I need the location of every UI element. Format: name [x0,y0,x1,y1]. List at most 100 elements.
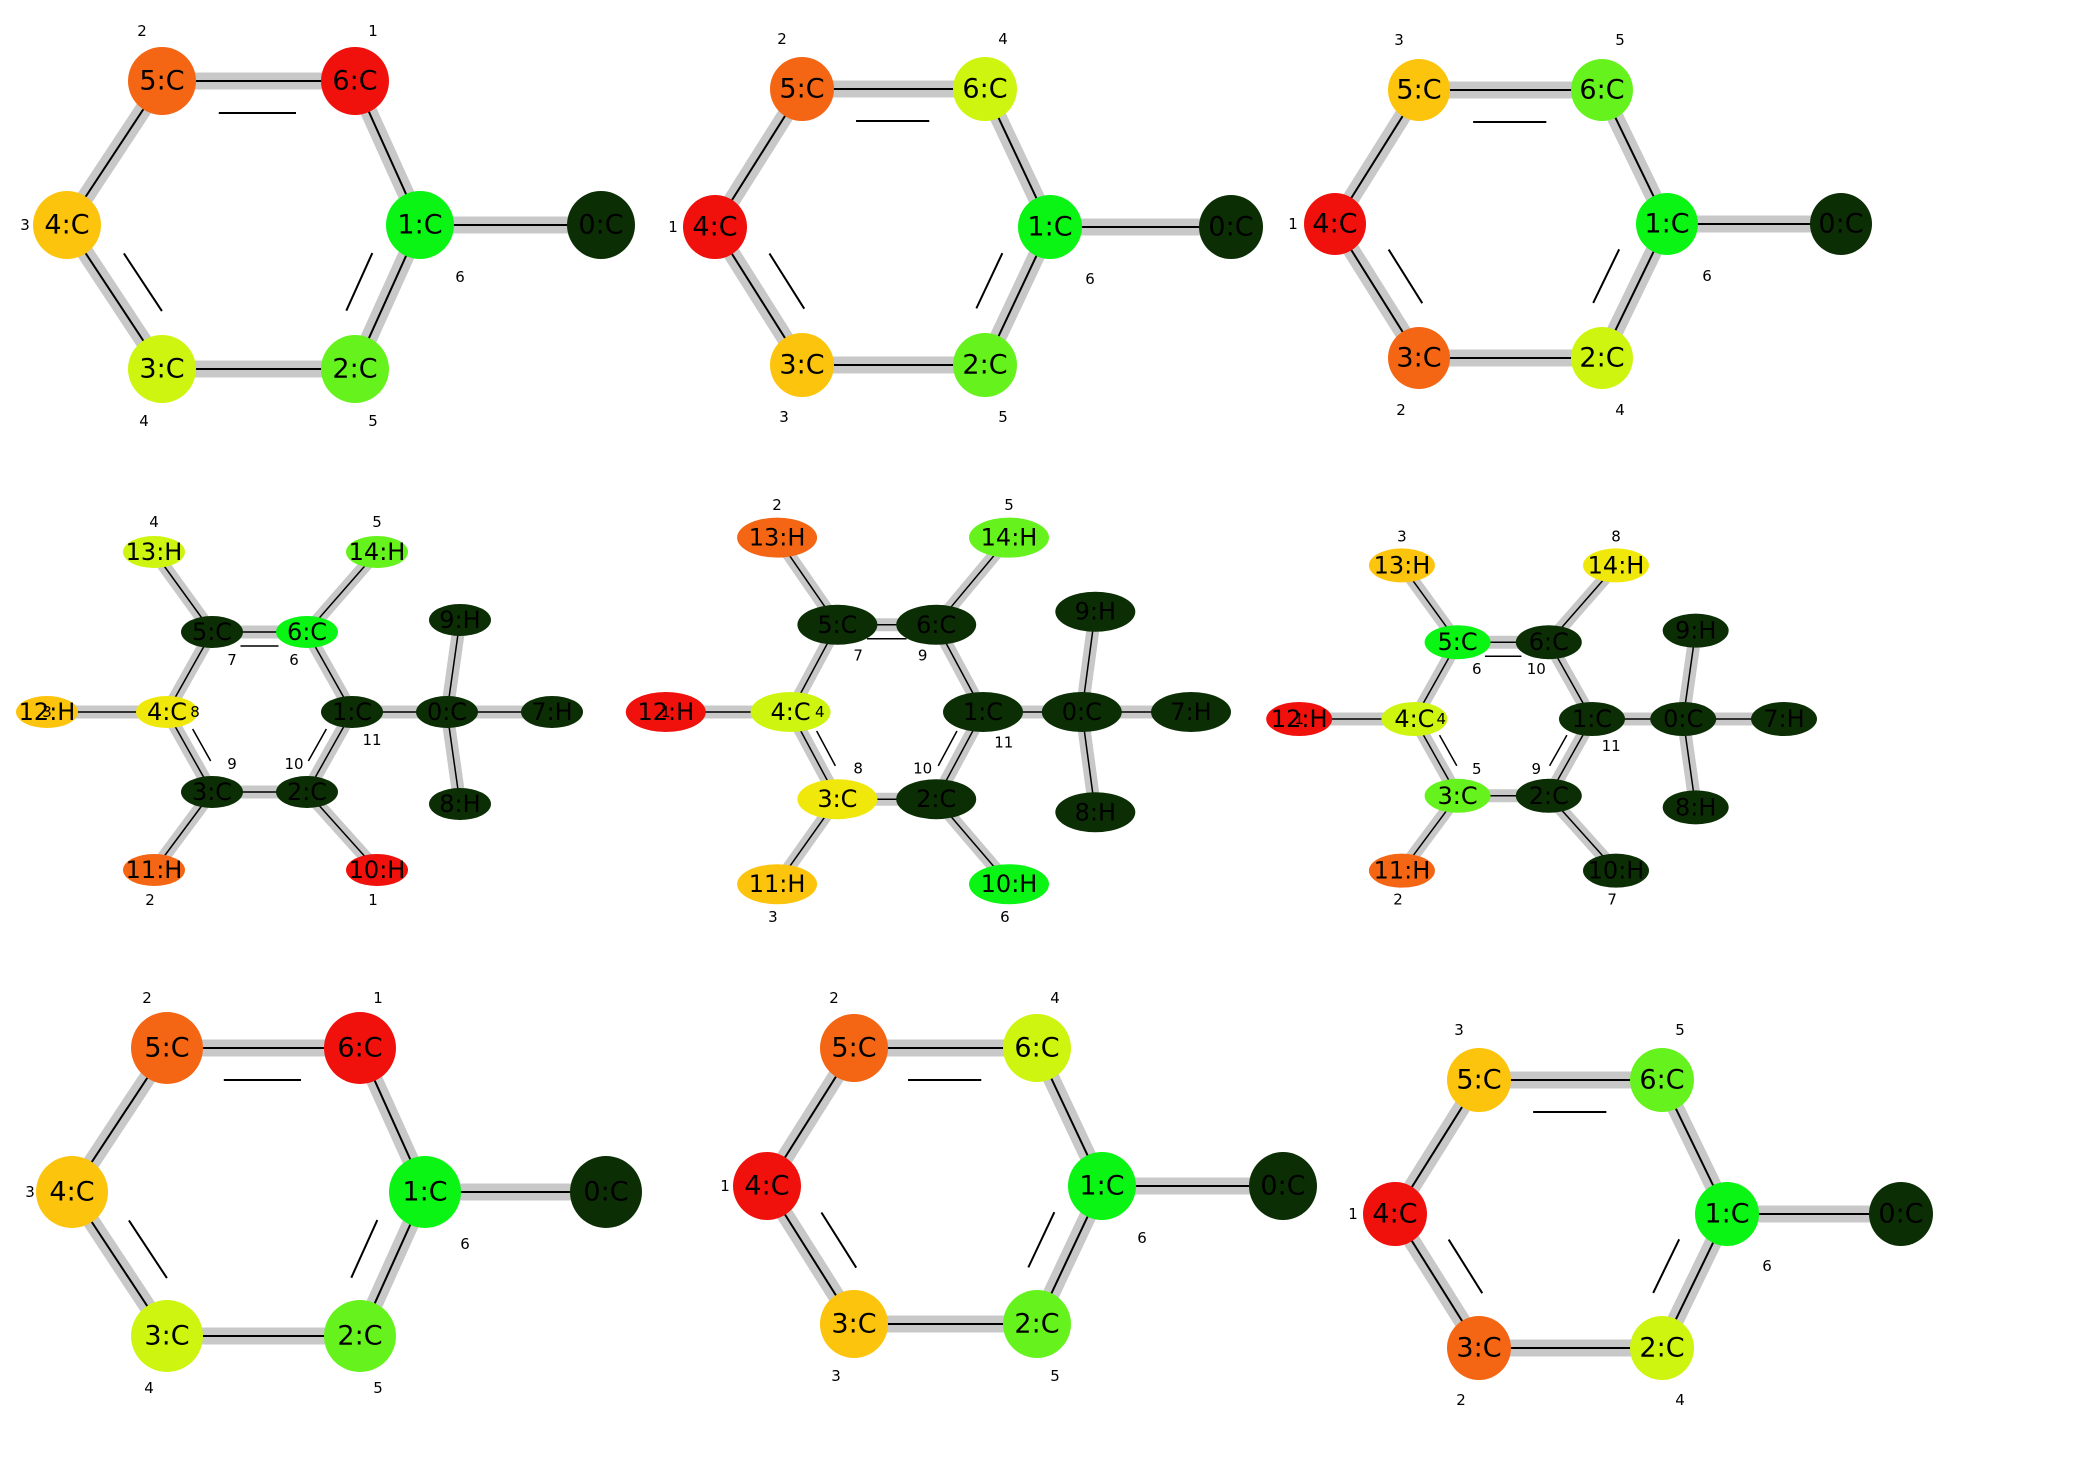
atom-label: 14:H [981,524,1038,552]
rank-label: 1 [720,1177,730,1195]
rank-label: 1 [373,989,383,1007]
atom-0-c [570,1156,642,1228]
atom-1-c [321,696,383,728]
atom-label: 1:C [963,698,1003,726]
atom-5-c [1424,625,1491,660]
atom-5-c [128,47,196,115]
atom-label: 4:C [771,698,811,726]
atom-4-c [1381,702,1448,736]
atom-1-c [386,191,454,259]
atom-label: 2:C [287,778,327,806]
rank-label: 5 [373,1379,383,1397]
atom-label: 0:C [583,1177,628,1208]
atom-label: 1:C [1079,1171,1124,1202]
atom-6-c [896,604,977,645]
atom-5-c [820,1014,888,1082]
rank-label: 6 [289,651,299,669]
rank-label: 7 [227,651,237,669]
atom-4-c [1304,193,1366,255]
atom-7-h [1751,702,1817,736]
rank-label: 1 [661,703,671,721]
atom-label: 2:C [962,350,1007,381]
atom-2-c [1003,1290,1071,1358]
rank-label: 5 [1004,496,1014,514]
rank-label: 5 [1615,31,1625,49]
rank-label: 5 [368,412,378,430]
atom-14-h [346,536,408,568]
atom-label: 1:C [1644,209,1689,240]
rank-label: 11 [994,734,1013,752]
rank-label: 6 [1472,660,1482,678]
atom-label: 7:H [1170,698,1211,726]
rank-label: 3 [1394,31,1404,49]
atom-label: 11:H [1374,857,1431,885]
rank-label: 6 [1137,1229,1147,1247]
rank-label: 2 [1393,890,1403,908]
atom-11-h [737,864,818,905]
atom-label: 3:C [1456,1333,1501,1364]
rank-label: 4 [815,703,825,721]
atom-label: 12:H [1271,705,1328,733]
atom-3-c [181,776,243,808]
atom-2-c [1571,327,1633,389]
atom-label: 2:C [337,1321,382,1352]
atom-label: 10:H [1588,857,1645,885]
rank-label: 1 [1348,1205,1358,1223]
atom-label: 0:C [578,210,623,241]
atom-label: 6:C [337,1033,382,1064]
atom-label: 4:C [744,1171,789,1202]
atom-3-c [1424,778,1491,813]
atom-4-c [36,1156,108,1228]
atom-label: 6:C [1014,1033,1059,1064]
rank-label: 1 [368,891,378,909]
atom-label: 8:H [1675,793,1716,821]
atom-label: 5:C [144,1033,189,1064]
atom-4-c [733,1152,801,1220]
rank-label: 5 [998,408,1008,426]
atom-label: 5:C [831,1033,876,1064]
atom-label: 11:H [126,856,183,884]
atom-10-h [969,864,1049,905]
atom-label: 1:C [1704,1199,1749,1230]
atom-label: 4:C [1372,1199,1417,1230]
atom-10-h [1583,853,1649,888]
atom-0-c [1199,195,1263,259]
atom-6-c [276,616,338,648]
atom-label: 6:C [332,66,377,97]
atom-label: 2:C [1639,1333,1684,1364]
rank-label: 4 [149,513,159,531]
molecule-panel-ring-h: 4:C15:C23:C36:C42:C51:C60:C [720,989,1317,1385]
atom-4-c [683,195,747,259]
atom-label: 6:C [916,611,956,639]
atom-label: 5:C [192,618,232,646]
atom-3-c [1447,1316,1511,1380]
rank-label: 4 [1050,989,1060,1007]
atom-14-h [1583,548,1649,583]
rank-label: 4 [1615,401,1625,419]
rank-label: 9 [918,646,928,664]
rank-label: 3 [768,908,778,926]
atom-11-h [1368,853,1435,888]
rank-label: 8 [853,760,863,778]
atom-label: 13:H [126,538,183,566]
rank-label: 2 [1396,401,1406,419]
rank-label: 1 [1294,710,1304,728]
rank-label: 5 [1472,760,1482,778]
rank-label: 6 [1702,267,1712,285]
atom-4-c [33,191,101,259]
rank-label: 3 [779,408,789,426]
rank-label: 4 [1437,710,1447,728]
atom-7-h [521,696,583,728]
atom-5-c [797,604,878,645]
atom-1-c [1695,1182,1759,1246]
atom-label: 14:H [349,538,406,566]
atom-8-h [429,788,491,820]
rank-label: 9 [227,755,237,773]
atom-label: 0:C [427,698,467,726]
atom-13-h [1368,548,1435,583]
atom-label: 2:C [916,785,956,813]
